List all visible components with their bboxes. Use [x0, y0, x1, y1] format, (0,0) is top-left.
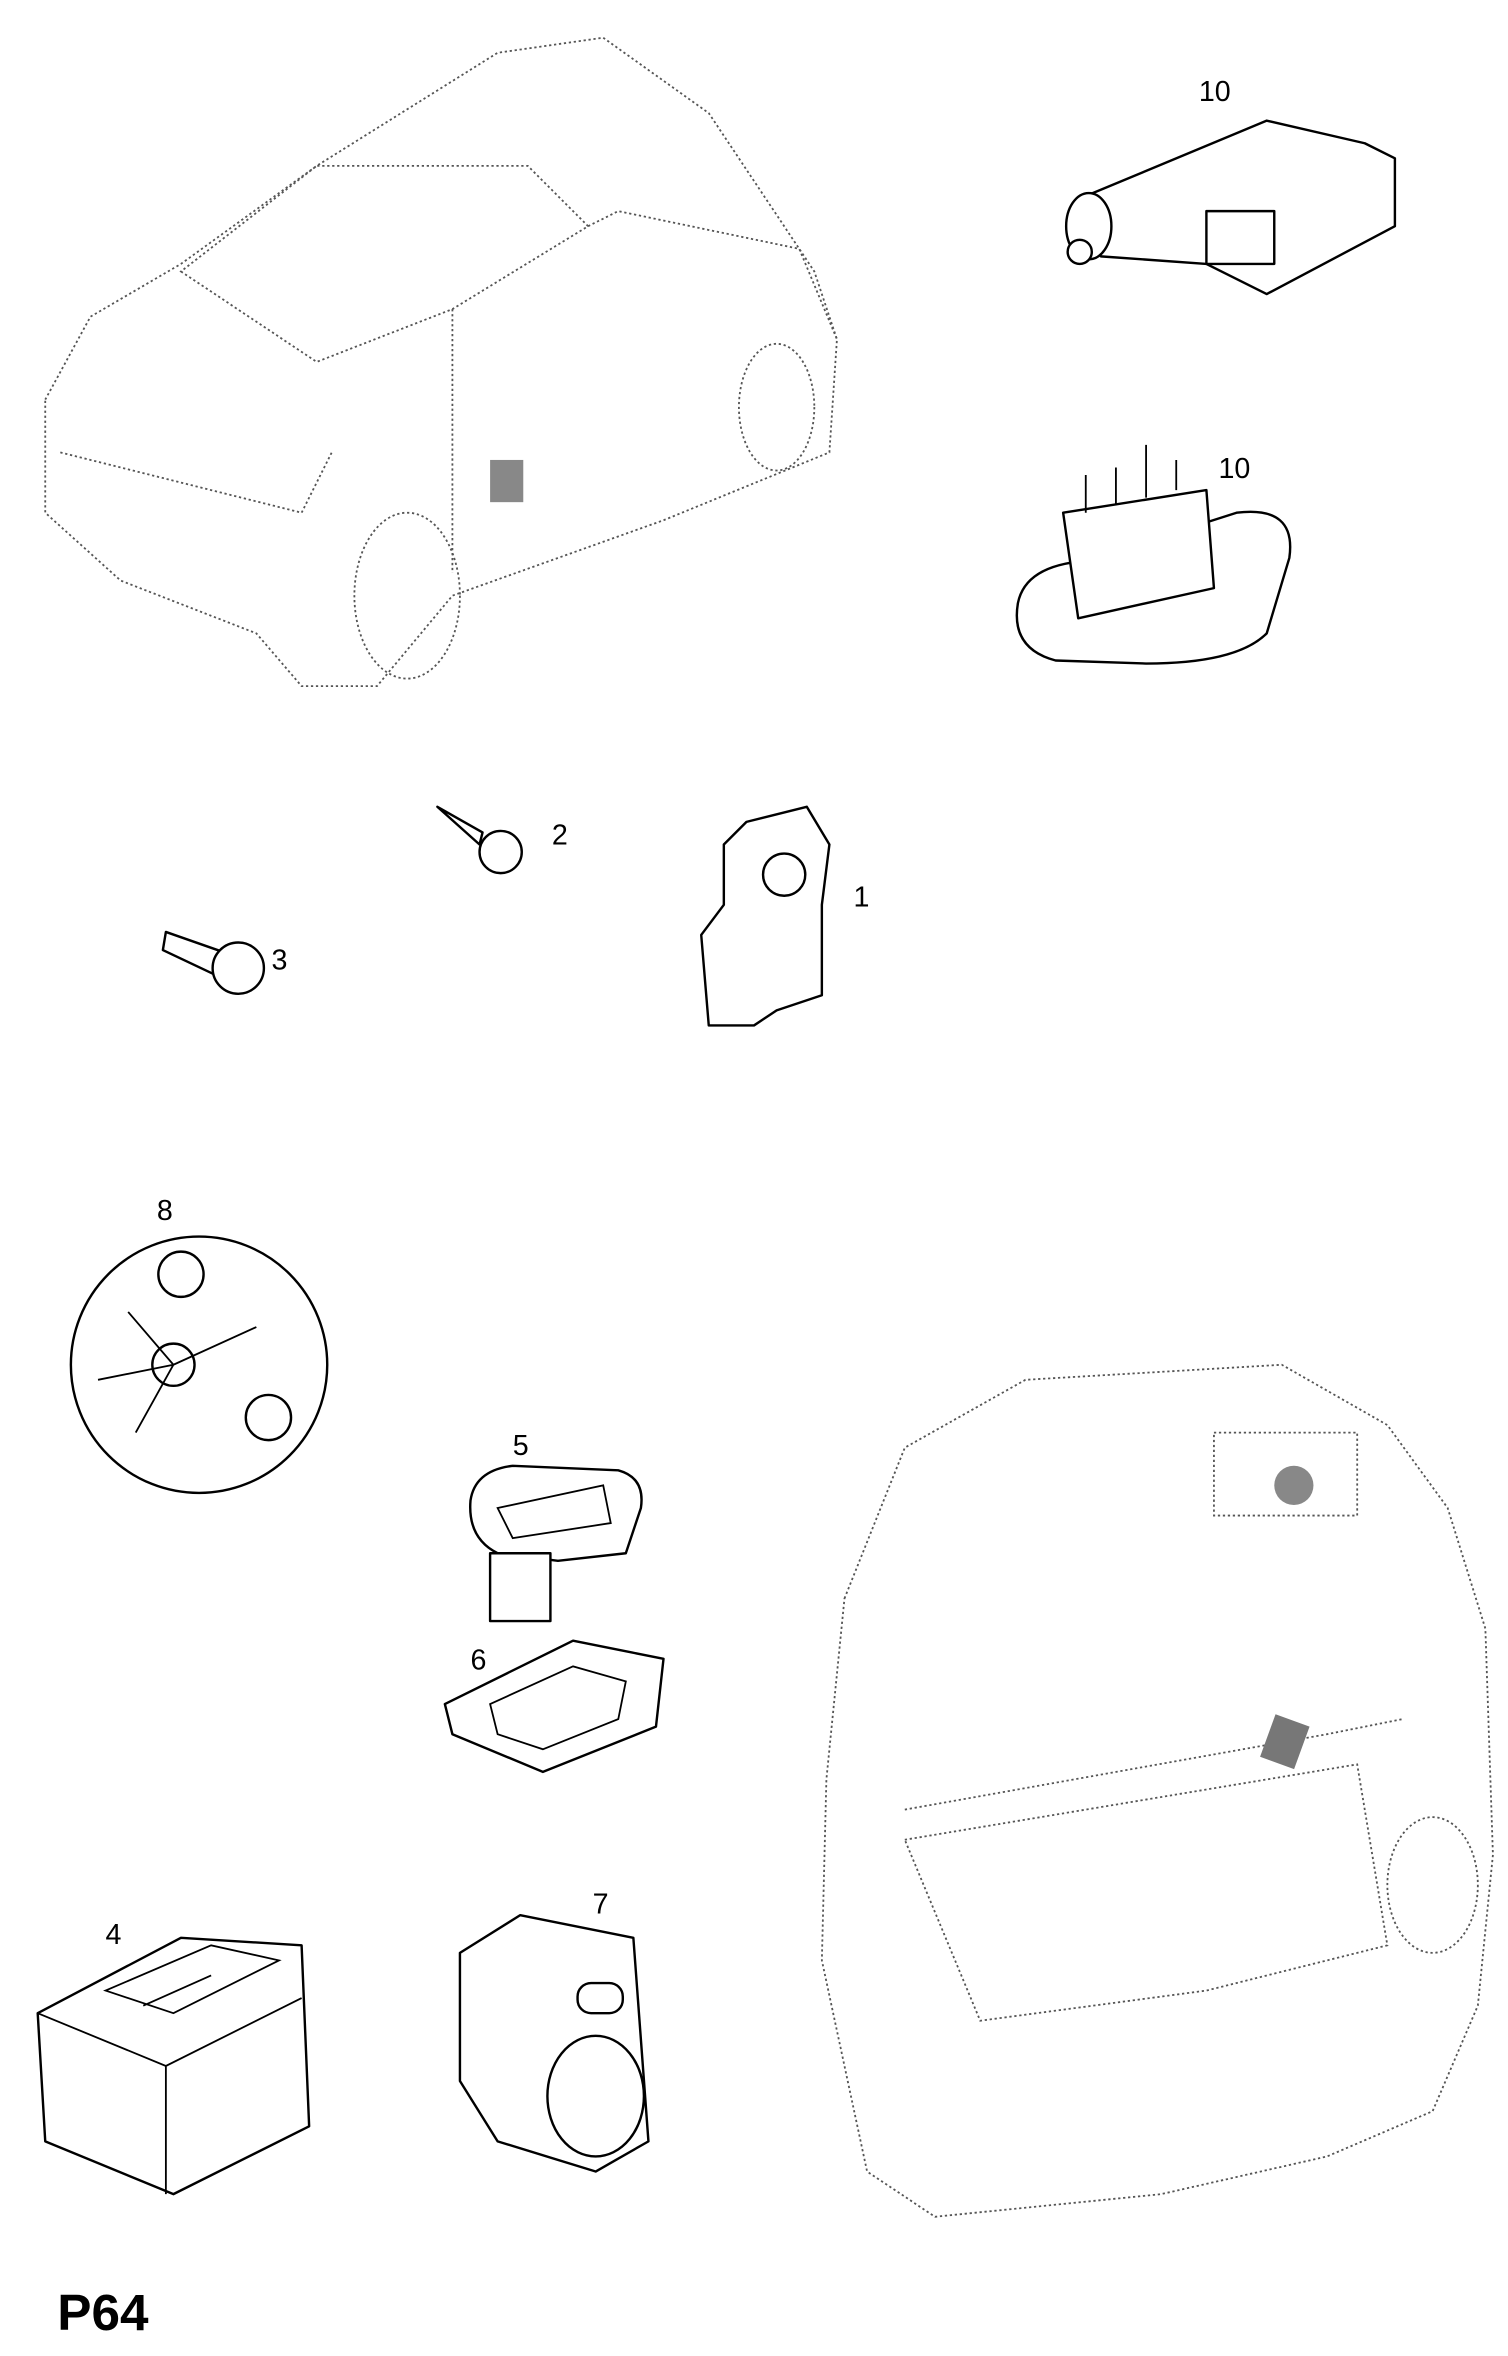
page-code: P64 [57, 2284, 149, 2341]
callout-8: 8 [157, 1195, 173, 1227]
part-1-regulator-motor [700, 805, 831, 1027]
callout-4: 4 [106, 1919, 122, 1951]
callout-2: 2 [552, 819, 568, 851]
callout-10: 10 [1218, 453, 1250, 485]
part-9-window-motor [1064, 119, 1397, 296]
callout-1: 1 [854, 881, 870, 913]
callout-6: 6 [470, 1644, 486, 1676]
part-10-connector [1015, 444, 1292, 665]
part-5-window-switch [469, 1464, 643, 1623]
callout-9: 10 [1199, 76, 1231, 108]
callout-3: 3 [271, 945, 287, 977]
switch-location-marker [490, 459, 524, 503]
part-8-mirror-motor [69, 1235, 329, 1495]
car-illustration [44, 36, 838, 688]
part-2-screw [436, 805, 523, 875]
callout-5: 5 [513, 1430, 529, 1462]
door-illustration [820, 1363, 1494, 2218]
part-3-bolt [161, 930, 266, 995]
part-4-double-switch [36, 1936, 311, 2196]
part-6-bezel [443, 1639, 665, 1774]
part-7-mirror-switch [458, 1913, 650, 2173]
callout-7: 7 [593, 1889, 609, 1921]
